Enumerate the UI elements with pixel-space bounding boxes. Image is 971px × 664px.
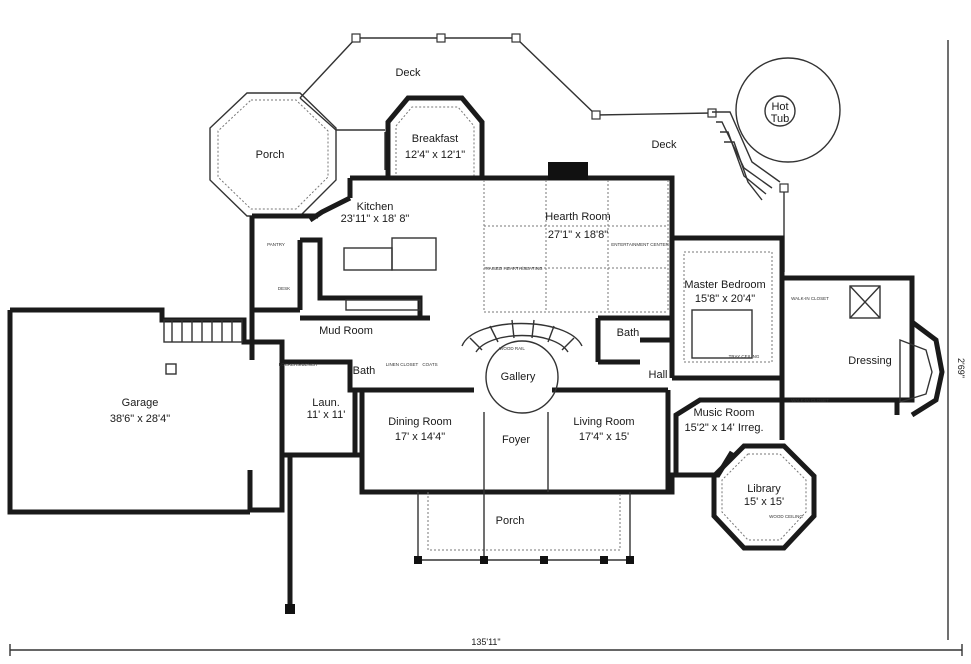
breakfast-dims: 12'4" x 12'1" <box>405 149 465 161</box>
kitchen-name: Kitchen <box>357 201 394 213</box>
entertainment-note: ENTERTAINMENT CENTER <box>611 242 669 247</box>
exterior-walls <box>7 162 945 614</box>
tray-ceiling-note: TRAY CEILING <box>729 354 760 359</box>
garage-dims: 38'6" x 28'4" <box>110 413 170 425</box>
hearth-coffer-grid <box>483 180 669 313</box>
hot-tub-label-1: Hot <box>771 101 788 113</box>
walk-in-1-note: WALK-IN CLOSET <box>791 296 829 301</box>
mud-room-label: Mud Room <box>319 325 373 337</box>
gallery-stair <box>461 319 583 414</box>
laundry-name: Laun. <box>312 397 340 409</box>
desk-note: DESK <box>278 286 290 291</box>
gallery-label: Gallery <box>501 371 536 383</box>
hearth-dims: 27'1" x 18'8" <box>548 229 608 241</box>
music-name: Music Room <box>693 407 754 419</box>
living-name: Living Room <box>573 416 634 428</box>
breakfast-name: Breakfast <box>412 133 458 145</box>
dressing-bay <box>849 285 933 403</box>
bath-center-label: Bath <box>617 327 640 339</box>
coats-note: COATS <box>422 362 437 367</box>
library-octagon <box>711 443 817 551</box>
living-dims: 17'4" x 15' <box>579 431 629 443</box>
master-tray <box>683 251 773 363</box>
overall-depth-dimension: 2'69" <box>956 358 966 378</box>
bath-left-label: Bath <box>353 365 376 377</box>
hot-tub <box>712 57 841 201</box>
hearth-name: Hearth Room <box>545 211 610 223</box>
foyer-label: Foyer <box>502 434 530 446</box>
dressing-label: Dressing <box>848 355 891 367</box>
master-dims: 15'8" x 20'4" <box>695 293 755 305</box>
kitchen-dims: 23'11" x 18' 8" <box>341 213 410 225</box>
pantry-note: PANTRY <box>267 242 285 247</box>
laundry-dims: 11' x 11' <box>307 409 346 421</box>
garage-stair <box>163 319 243 375</box>
hall-label: Hall <box>649 369 668 381</box>
wood-ceiling-note: WOOD CEILING <box>769 514 803 519</box>
overall-width-dimension: 135'11" <box>471 637 500 647</box>
library-dims: 15' x 15' <box>744 496 784 508</box>
music-dims: 15'2" x 14' Irreg. <box>684 422 763 434</box>
lockers-note: LOCKERS/BENCH <box>279 362 318 367</box>
walk-in-2-note: WALK-IN CLOSET <box>791 398 829 403</box>
dimension-lines <box>9 40 963 656</box>
front-porch <box>414 492 634 564</box>
library-name: Library <box>747 483 781 495</box>
left-porch-label: Porch <box>256 149 285 161</box>
garage-name: Garage <box>122 397 159 409</box>
dining-name: Dining Room <box>388 416 452 428</box>
wood-rail-note: WOOD RAIL <box>499 346 525 351</box>
master-name: Master Bedroom <box>684 279 765 291</box>
linen-note: LINEN CLOSET <box>386 362 419 367</box>
dining-dims: 17' x 14'4" <box>395 431 445 443</box>
front-porch-label: Porch <box>496 515 525 527</box>
kitchen-island <box>343 237 437 311</box>
deck-top-label: Deck <box>395 67 421 79</box>
deck-right-label: Deck <box>651 139 677 151</box>
hot-tub-label-2: Tub <box>771 113 790 125</box>
raised-hearth-note: RAISED HEARTH/SEATING <box>485 266 543 271</box>
deck-outline <box>299 33 789 272</box>
